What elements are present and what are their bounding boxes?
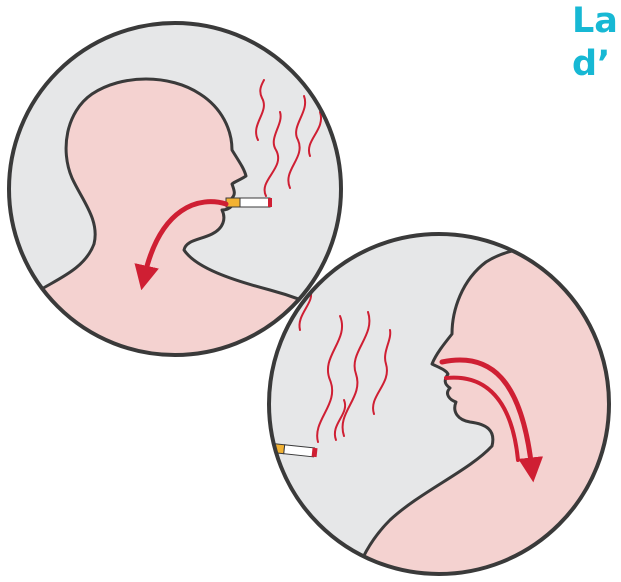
cigarette-icon xyxy=(226,198,272,207)
passive-smoker-scene xyxy=(269,234,620,582)
